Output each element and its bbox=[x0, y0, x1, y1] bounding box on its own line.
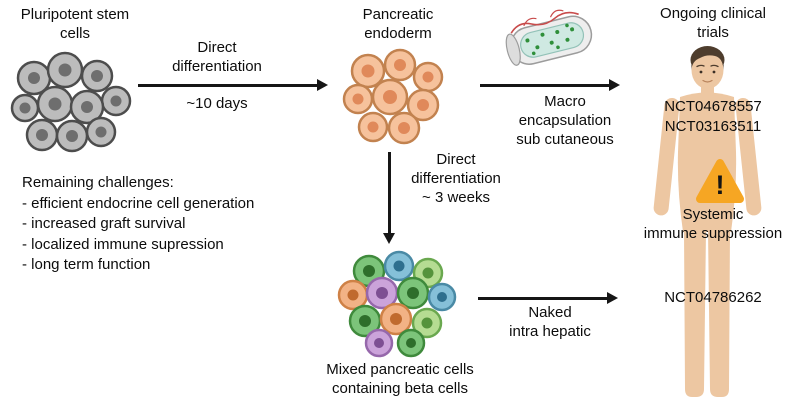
label-line: Ongoing clinical bbox=[660, 5, 766, 22]
direct-differentiation-label-1: Direct differentiation bbox=[158, 38, 276, 76]
stem-cell-cluster-illustration bbox=[10, 51, 132, 153]
duration-label-1: ~10 days bbox=[158, 94, 276, 113]
label-line: trials bbox=[697, 24, 729, 41]
label-line: sub cutaneous bbox=[516, 131, 614, 148]
label-line: endoderm bbox=[364, 25, 432, 42]
remaining-challenges-list: Remaining challenges: - efficient endocr… bbox=[22, 173, 254, 276]
label-line: differentiation bbox=[172, 58, 262, 75]
label-line: cells bbox=[59, 25, 90, 42]
macroencapsulation-device-illustration bbox=[505, 9, 593, 66]
challenge-item: - long term function bbox=[22, 256, 151, 273]
pancreatic-endoderm-cluster-illustration bbox=[342, 48, 444, 145]
differentiation-arrow-1 bbox=[138, 84, 318, 87]
label-line: ~10 days bbox=[186, 95, 248, 112]
direct-differentiation-label-2: Direct differentiation ~ 3 weeks bbox=[400, 150, 512, 207]
warning-exclamation: ! bbox=[716, 170, 725, 200]
mixed-pancreatic-cells-label: Mixed pancreatic cells containing beta c… bbox=[302, 360, 498, 398]
challenge-item: - localized immune supression bbox=[22, 235, 224, 253]
label-line: differentiation bbox=[411, 170, 501, 187]
pancreatic-endoderm-label: Pancreatic endoderm bbox=[330, 5, 466, 43]
label-line: Naked bbox=[528, 304, 572, 321]
differentiation-arrow-2 bbox=[388, 152, 391, 234]
label-line: intra hepatic bbox=[509, 323, 591, 340]
challenge-item: - increased graft survival bbox=[22, 215, 186, 232]
label-line: Direct bbox=[197, 39, 237, 56]
macro-encapsulation-label: Macro encapsulation sub cutaneous bbox=[509, 92, 621, 149]
trial-number: NCT04678557 bbox=[664, 98, 762, 115]
pluripotent-stem-cells-label: Pluripotent stem cells bbox=[8, 5, 142, 43]
label-line: ~ 3 weeks bbox=[422, 189, 490, 206]
naked-intra-hepatic-label: Naked intra hepatic bbox=[498, 303, 602, 341]
label-line: immune suppression bbox=[643, 225, 783, 242]
macro-encapsulation-arrow bbox=[480, 84, 610, 87]
trial-numbers-top: NCT04678557 NCT03163511 bbox=[647, 97, 779, 136]
label-line: encapsulation bbox=[518, 112, 612, 129]
warning-icon: ! bbox=[696, 159, 744, 203]
naked-intra-hepatic-arrow bbox=[478, 297, 608, 300]
label-line: containing beta cells bbox=[332, 380, 468, 397]
label-line: Pancreatic bbox=[362, 6, 434, 23]
label-line: Pluripotent stem bbox=[20, 6, 130, 23]
label-line: Mixed pancreatic cells bbox=[326, 361, 474, 378]
label-line: Systemic bbox=[682, 206, 744, 223]
challenges-title: Remaining challenges: bbox=[22, 174, 174, 191]
trial-number-bottom: NCT04786262 bbox=[648, 288, 778, 307]
trial-number: NCT03163511 bbox=[664, 117, 762, 135]
label-line: Macro bbox=[544, 93, 586, 110]
ongoing-clinical-trials-label: Ongoing clinical trials bbox=[648, 4, 778, 42]
label-line: Direct bbox=[436, 151, 476, 168]
challenge-item: - efficient endocrine cell generation bbox=[22, 194, 255, 212]
mixed-pancreatic-cells-cluster-illustration bbox=[337, 250, 457, 358]
trial-number: NCT04786262 bbox=[664, 289, 762, 306]
systemic-immune-suppression-label: Systemic immune suppression bbox=[630, 205, 796, 243]
